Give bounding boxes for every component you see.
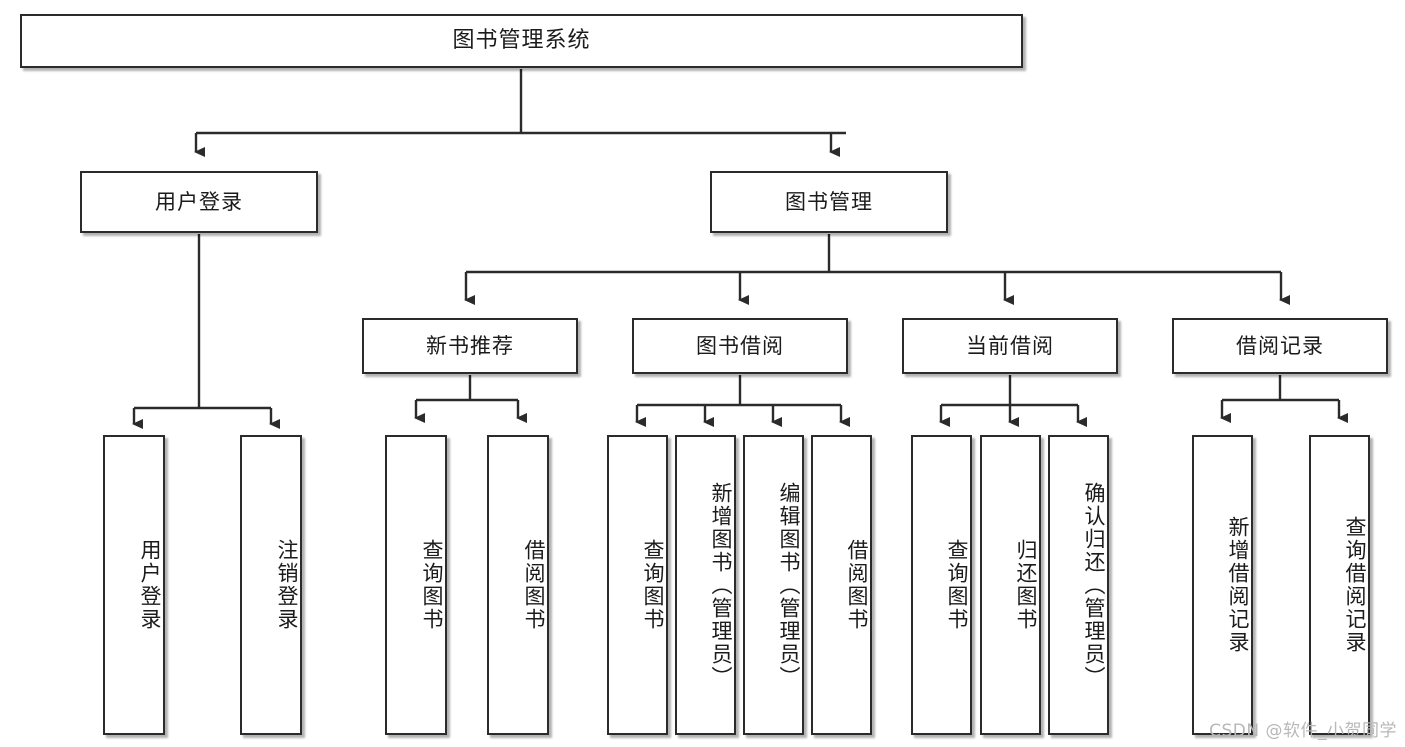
node-label: 查询图书 [945,539,969,631]
node-label: 查询图书 [420,539,444,631]
leaf-logout-login[interactable]: 注销登录 [240,435,302,735]
node-label: 新增图书（管理员） [709,481,733,689]
node-book-borrow[interactable]: 图书借阅 [632,318,848,374]
node-new-book-recommend[interactable]: 新书推荐 [362,318,578,374]
leaf-query-book-borrow[interactable]: 查询图书 [607,435,668,735]
leaf-add-book-admin[interactable]: 新增图书（管理员） [675,435,736,735]
leaf-query-borrow-record[interactable]: 查询借阅记录 [1309,435,1370,735]
leaf-edit-book-admin[interactable]: 编辑图书（管理员） [743,435,804,735]
node-book-manage[interactable]: 图书管理 [710,171,948,233]
node-current-borrow[interactable]: 当前借阅 [902,318,1118,374]
node-label: 确认归还（管理员） [1082,481,1106,689]
leaf-borrow-book-newbook[interactable]: 借阅图书 [487,435,549,735]
node-label: 用户登录 [155,189,243,214]
leaf-query-book-newbook[interactable]: 查询图书 [385,435,447,735]
leaf-return-book[interactable]: 归还图书 [980,435,1041,735]
leaf-confirm-return-admin[interactable]: 确认归还（管理员） [1048,435,1109,735]
node-label: 新增借阅记录 [1226,516,1250,654]
node-label: 查询借阅记录 [1343,516,1367,654]
node-label: 注销登录 [275,539,299,631]
node-user-login[interactable]: 用户登录 [80,171,318,233]
leaf-query-book-current[interactable]: 查询图书 [911,435,972,735]
node-label: 当前借阅 [966,333,1054,358]
node-label: 借阅图书 [845,539,869,631]
node-label: 图书借阅 [696,333,784,358]
node-label: 查询图书 [641,539,665,631]
node-label: 图书管理系统 [452,27,591,53]
node-borrow-record[interactable]: 借阅记录 [1172,318,1388,374]
node-label: 借阅图书 [522,539,546,631]
watermark-text: CSDN @软件_小贺同学 [1209,721,1397,741]
node-root-system[interactable]: 图书管理系统 [20,14,1023,68]
node-label: 图书管理 [785,189,873,214]
node-label: 借阅记录 [1236,333,1324,358]
node-label: 归还图书 [1014,539,1038,631]
node-label: 新书推荐 [426,333,514,358]
leaf-borrow-book-borrow[interactable]: 借阅图书 [811,435,872,735]
leaf-user-login[interactable]: 用户登录 [103,435,165,735]
leaf-add-borrow-record[interactable]: 新增借阅记录 [1192,435,1253,735]
node-label: 编辑图书（管理员） [777,481,801,689]
node-label: 用户登录 [138,539,162,631]
